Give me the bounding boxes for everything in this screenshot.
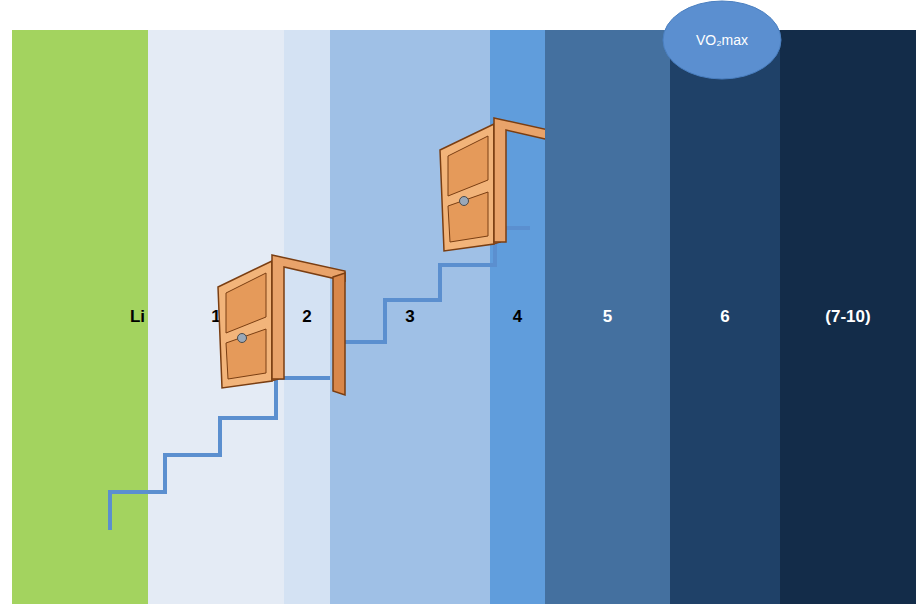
- zone-number: 1: [211, 307, 220, 327]
- stair-line: [557, 70, 712, 188]
- zone-number: 4: [513, 307, 522, 327]
- ellipse-label: VO₂max: [696, 32, 748, 48]
- zone-band: 2: [284, 30, 330, 604]
- target-ellipse: VO₂max: [662, 0, 782, 80]
- zone-band: Li: [12, 30, 148, 604]
- door-symbol: [218, 255, 345, 395]
- door-symbol: [440, 118, 567, 258]
- stair-line: [345, 228, 530, 342]
- zone-band: 4: [490, 30, 545, 604]
- stair-line: [110, 378, 330, 530]
- zone-number: 5: [603, 307, 612, 327]
- zone-number: (7-10): [825, 307, 870, 327]
- zone-number: 6: [720, 307, 729, 327]
- zone-band: 6: [670, 30, 780, 604]
- zone-number: 3: [405, 307, 414, 327]
- zone-band: 5: [545, 30, 670, 604]
- zone-number: 2: [302, 307, 311, 327]
- zone-band: 1: [148, 30, 284, 604]
- zone-band: (7-10): [780, 30, 916, 604]
- zone-number: Li: [130, 307, 145, 327]
- zone-band: 3: [330, 30, 490, 604]
